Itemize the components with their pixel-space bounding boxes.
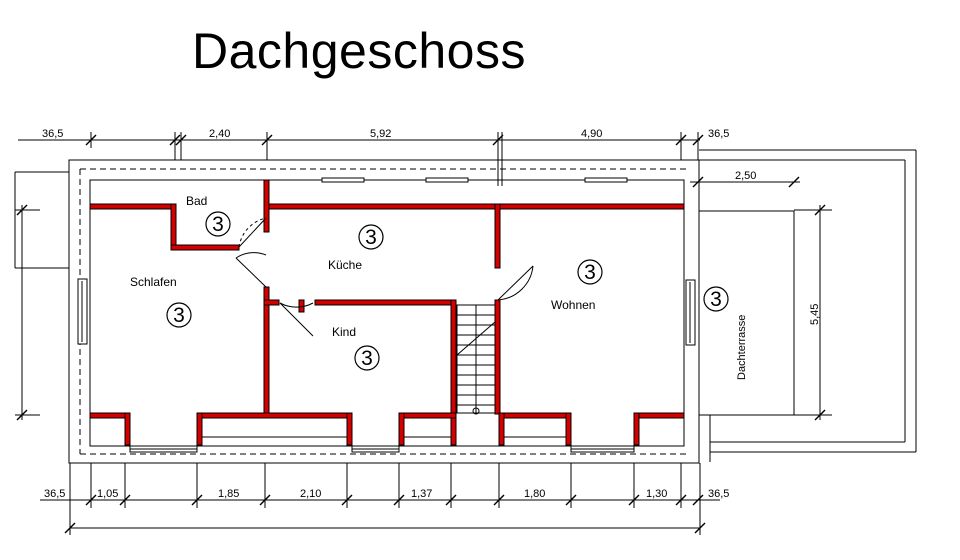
dim-bottom-6: 1,30 [646,488,667,500]
room-label-kind: Kind [332,325,356,339]
dim-bottom-1: 1,05 [97,488,118,500]
dim-top-2: 5,92 [370,128,391,140]
dim-bottom-7: 36,5 [708,488,729,500]
top-dimension-chain: 36,5 2,40 5,92 4,90 36,5 [18,128,729,186]
dim-terrace: 5,45 [809,304,821,325]
dim-right: 2,50 [735,170,756,182]
room-badge-kind: 3 [354,345,380,371]
room-badge-dachterrasse: 3 [703,286,729,312]
interior-walls [89,179,685,446]
svg-text:3: 3 [212,213,224,236]
room-badge-bad: 3 [205,211,231,237]
room-badge-wohnen: 3 [577,259,603,285]
room-badges: 3 3 3 3 3 3 [166,211,729,371]
dim-top-1: 2,40 [209,128,230,140]
dim-top-4: 36,5 [708,128,729,140]
dim-bottom-4: 1,37 [411,488,432,500]
svg-text:3: 3 [365,226,377,249]
room-label-schlafen: Schlafen [130,275,177,289]
dim-bottom-3: 2,10 [300,488,321,500]
room-badge-schlafen: 3 [166,302,192,328]
dim-top-3: 4,90 [581,128,602,140]
svg-text:3: 3 [710,288,722,311]
dim-bottom-5: 1,80 [524,488,545,500]
room-labels: Bad Küche Schlafen Wohnen Kind [130,194,595,339]
room-badge-kueche: 3 [358,224,384,250]
room-label-dachterrasse: Dachterrasse [736,315,748,380]
bottom-dimension-chain: 36,5 1,05 1,85 2,10 1,37 1,80 1,30 36,5 [40,463,729,535]
svg-text:3: 3 [173,304,185,327]
left-annex [14,171,69,421]
staircase [456,304,496,415]
room-label-bad: Bad [186,194,207,208]
dim-bottom-2: 1,85 [218,488,239,500]
svg-text:3: 3 [584,261,596,284]
dim-top-0: 36,5 [42,128,63,140]
terrace: 2,50 5,45 Dachterrasse [690,149,917,462]
doors [235,217,534,337]
room-label-kueche: Küche [328,258,362,272]
room-label-wohnen: Wohnen [551,298,595,312]
dim-bottom-0: 36,5 [44,488,65,500]
page-title: Dachgeschoss [192,23,526,79]
bottom-windows [129,436,635,453]
side-windows [77,278,696,346]
svg-text:3: 3 [361,347,373,370]
